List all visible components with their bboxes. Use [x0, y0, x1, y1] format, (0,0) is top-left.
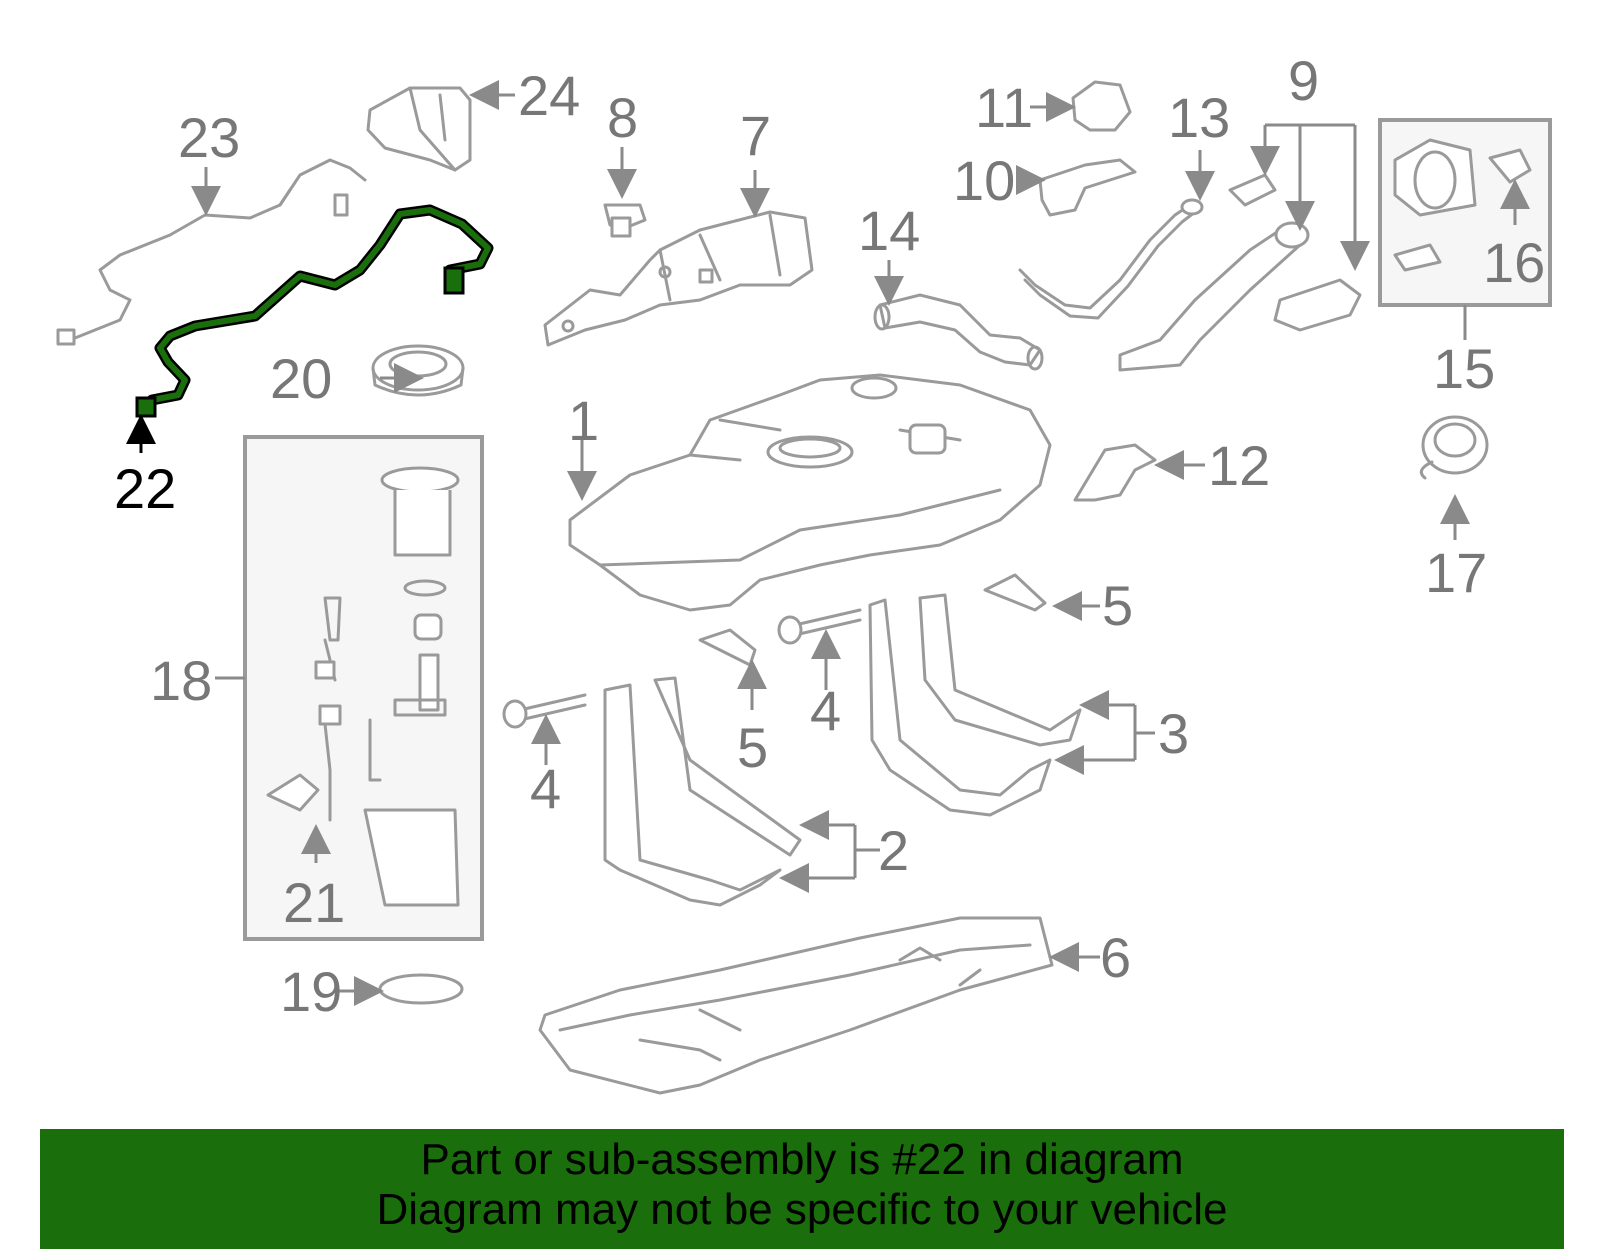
callout-arrows — [126, 80, 1530, 1006]
callout-3[interactable]: 3 — [1158, 702, 1189, 765]
part-4-bolt-b[interactable] — [777, 608, 862, 645]
part-23-harness[interactable] — [56, 158, 367, 346]
callout-16[interactable]: 16 — [1483, 231, 1545, 294]
callout-8[interactable]: 8 — [607, 86, 638, 149]
callout-21[interactable]: 21 — [283, 871, 345, 934]
callout-10[interactable]: 10 — [953, 149, 1015, 212]
part-2-strap[interactable] — [603, 676, 802, 907]
part-10-clamp[interactable] — [1038, 158, 1137, 217]
callout-7[interactable]: 7 — [740, 104, 771, 167]
callout-9[interactable]: 9 — [1288, 49, 1319, 112]
banner-part-line: Part or sub-assembly is #22 in diagram — [420, 1135, 1184, 1184]
part-11-bracket[interactable] — [1071, 80, 1132, 132]
banner-disclaimer-line: Diagram may not be specific to your vehi… — [376, 1185, 1228, 1234]
part-22-harness-highlighted[interactable] — [135, 204, 494, 418]
part-4-bolt-a[interactable] — [502, 693, 587, 729]
part-7-protector[interactable] — [543, 210, 814, 347]
callout-18[interactable]: 18 — [150, 649, 212, 712]
callout-22-highlighted[interactable]: 22 — [114, 457, 176, 520]
callout-5b[interactable]: 5 — [1102, 574, 1133, 637]
part-24-cover[interactable] — [366, 86, 472, 172]
callout-5a[interactable]: 5 — [737, 716, 768, 779]
part-6-skid-plate[interactable] — [538, 916, 1054, 1095]
part-13-breather-pipe[interactable] — [1018, 198, 1204, 320]
part-17-fuel-cap[interactable] — [1419, 415, 1489, 480]
part-14-hose[interactable] — [873, 293, 1044, 371]
part-info-banner: Part or sub-assembly is #22 in diagram D… — [40, 1129, 1564, 1249]
part-5-bracket-b[interactable] — [983, 573, 1047, 612]
callout-24[interactable]: 24 — [518, 64, 580, 127]
callout-17[interactable]: 17 — [1425, 541, 1487, 604]
callout-15[interactable]: 15 — [1433, 337, 1495, 400]
part-9-filler-pipe[interactable] — [1118, 173, 1362, 372]
part-19-gasket[interactable] — [378, 973, 464, 1005]
part-20-lock-ring[interactable] — [371, 344, 465, 397]
callout-labels: 1 2 3 4 4 5 5 6 7 8 9 10 11 12 13 14 15 … — [114, 49, 1545, 1023]
callout-13[interactable]: 13 — [1168, 86, 1230, 149]
part-12-bracket[interactable] — [1073, 443, 1157, 502]
callout-4a[interactable]: 4 — [530, 757, 561, 820]
callout-19[interactable]: 19 — [280, 960, 342, 1023]
callout-4b[interactable]: 4 — [810, 679, 841, 742]
part-1-fuel-tank[interactable] — [568, 373, 1052, 612]
callout-6[interactable]: 6 — [1100, 926, 1131, 989]
part-5-bracket-a[interactable] — [698, 628, 757, 667]
callout-20[interactable]: 20 — [270, 347, 332, 410]
part-18-fuel-pump-parts[interactable] — [266, 466, 460, 907]
callout-23[interactable]: 23 — [178, 106, 240, 169]
callout-12[interactable]: 12 — [1208, 434, 1270, 497]
part-15-filler-door[interactable] — [1393, 138, 1532, 272]
part-8-clip[interactable] — [603, 203, 647, 238]
callout-1[interactable]: 1 — [568, 389, 599, 452]
part-3-strap[interactable] — [868, 593, 1082, 817]
callout-2[interactable]: 2 — [878, 819, 909, 882]
callout-11[interactable]: 11 — [975, 76, 1033, 139]
callout-14[interactable]: 14 — [858, 199, 920, 262]
